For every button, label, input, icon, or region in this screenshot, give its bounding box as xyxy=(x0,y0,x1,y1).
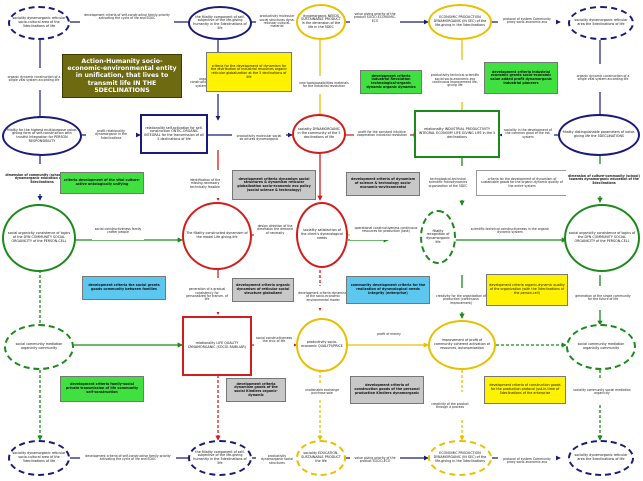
node-ellipse[interactable]: sociality satisfaction of the client's d… xyxy=(296,202,348,268)
node-label: social constructiveness the civic of lif… xyxy=(254,330,294,350)
node-label: organic dynamic construction of a single… xyxy=(570,64,636,92)
node-ellipse[interactable]: dynamorganic NEEDS SUSTAINABLE PRODUCT i… xyxy=(296,4,346,40)
node-ellipse[interactable]: ECONOMIC PRODUCTION DYNAMORGANIC (IN SEC… xyxy=(428,4,492,40)
node-label: productivity technical-scientific social… xyxy=(428,60,482,102)
node-ellipse[interactable]: filiality recognition of dynamorganic li… xyxy=(420,210,456,264)
central-entity-box[interactable]: Action-Humanity socio-economic-environme… xyxy=(62,54,182,98)
node-ellipse[interactable]: sociality dynamorganic reticular area th… xyxy=(568,6,634,40)
node-label: profit of money xyxy=(372,328,406,342)
node-label: productivity dynamorganic social structu… xyxy=(256,450,298,470)
node-label: scientific-technical constructiveness in… xyxy=(468,224,552,238)
node-ellipse[interactable]: sociality DYNAMORGANIC in the community … xyxy=(292,114,346,154)
node-label: technological-technical scientific micro… xyxy=(424,166,472,200)
criteria-box-grey[interactable]: development criteria organic dynamism of… xyxy=(232,278,294,302)
node-label: operational constructiveness continuous … xyxy=(350,220,422,240)
node-label: profit relationality dynamorganic in the… xyxy=(86,126,136,144)
node-label: criteria for the development of dynamism… xyxy=(476,170,568,196)
node-label: unalienable exchange purchase sale xyxy=(296,384,348,400)
node-label: creativity for the organization of produ… xyxy=(432,288,490,312)
relationality-square[interactable]: relationality self-activation for self-c… xyxy=(140,114,208,154)
node-label: generation of a gradual consistency for … xyxy=(184,278,230,312)
node-label: organic dynamic construction of a single… xyxy=(4,68,64,90)
node-ellipse[interactable]: the filiality component of self-subjecti… xyxy=(188,440,252,476)
node-ellipse[interactable]: sociality dynamorganic reticular area th… xyxy=(568,440,634,476)
node-label: productivity molecular social structures… xyxy=(256,10,298,34)
criteria-box-grey[interactable]: development criteria dynamism social str… xyxy=(232,170,316,200)
criteria-box-green[interactable]: development criteria industrial Revoluti… xyxy=(360,70,422,94)
node-label: development criteria dynamism of the soc… xyxy=(296,286,350,308)
node-label: value giving priority of the product SOC… xyxy=(350,8,400,28)
node-label: generation of the single community for t… xyxy=(572,286,634,310)
node-ellipse[interactable]: sociality dynamorganic reticular socio-c… xyxy=(8,440,70,476)
node-label: protocol of system Community proxy socio… xyxy=(498,450,556,472)
node-label: development criteria of self-constructiv… xyxy=(80,6,174,28)
node-label: profit for the constant intuitive cooper… xyxy=(354,124,410,144)
node-ellipse[interactable]: filiality for the highest multipurpose v… xyxy=(2,116,82,156)
node-ellipse[interactable]: social community mediation organicity co… xyxy=(566,324,636,370)
node-ellipse[interactable]: social community mediation organicity co… xyxy=(4,324,74,370)
node-ellipse[interactable]: The filiality constructed dynamism of th… xyxy=(182,202,252,270)
criteria-box-green[interactable]: development criteria industrial economic… xyxy=(484,62,558,94)
node-ellipse[interactable]: sociality EDUCATION-SUSTAINABLE PRODUCT … xyxy=(296,440,346,476)
criteria-box-grey[interactable]: development criteria of construction goo… xyxy=(350,376,424,404)
node-ellipse[interactable]: the filiality component of self-subjecti… xyxy=(188,6,252,40)
node-ellipse[interactable]: improvement of profit of community coher… xyxy=(428,320,496,370)
criteria-box[interactable]: development criteria organic-dynamic qua… xyxy=(486,274,568,306)
node-ellipse[interactable]: social organicity consistence of logics … xyxy=(2,204,76,272)
criteria-box-grey[interactable]: development criteria of dynamism of scie… xyxy=(346,172,420,196)
node-label: new tools/possibilities materials for th… xyxy=(296,76,352,94)
node-ellipse[interactable]: productivity socio-economic QUALITY/PRIC… xyxy=(296,318,348,372)
node-label: sociality community social mediation org… xyxy=(570,380,634,404)
node-label: value giving priority of the product SOC… xyxy=(350,450,400,470)
node-label: productivity molecular social structures… xyxy=(232,120,286,156)
node-label: design direction of the dimension the de… xyxy=(254,222,296,238)
criteria-box-green[interactable]: criteria development of the vital cultur… xyxy=(60,172,144,194)
criteria-box[interactable]: development criteria of construction goo… xyxy=(484,376,566,404)
node-label: identification of the missing necessary … xyxy=(182,170,228,198)
node-ellipse[interactable]: sociality dynamorganic reticular socio-c… xyxy=(8,6,70,40)
relationality-square[interactable]: relationality INDUSTRIAL PRODUCTIVITY IN… xyxy=(414,110,500,158)
criteria-box[interactable]: criteria for the development of dynamism… xyxy=(206,52,292,92)
relationality-square[interactable]: relationality LIFE QUALITY DYNAMORGANIC … xyxy=(182,316,252,376)
node-ellipse[interactable]: filiality distinguishable parameters of … xyxy=(558,114,640,156)
node-ellipse[interactable]: ECONOMIC PRODUCTION DYNAMORGANIC (IN SEC… xyxy=(428,440,492,476)
criteria-box-blue[interactable]: community development criteria for the r… xyxy=(346,276,430,304)
node-label: creativity of the product through a proc… xyxy=(428,392,472,420)
node-ellipse[interactable]: social organicity consistence of logics … xyxy=(564,204,640,272)
criteria-box-grey[interactable]: development criteria dynamism goods of t… xyxy=(226,378,286,402)
criteria-box-green[interactable]: development criteria family-social priva… xyxy=(60,376,144,402)
criteria-box-blue[interactable]: development criteria the social grants g… xyxy=(82,276,166,300)
node-label: sociality in the development of the comm… xyxy=(502,122,554,146)
node-label: development criteria of self-constructiv… xyxy=(80,446,176,470)
node-label: protocol of system Community proxy socio… xyxy=(498,10,556,32)
node-label: social constructiveness family crafter p… xyxy=(92,222,144,240)
node-label: dimension of culture-community (school) … xyxy=(566,164,642,196)
